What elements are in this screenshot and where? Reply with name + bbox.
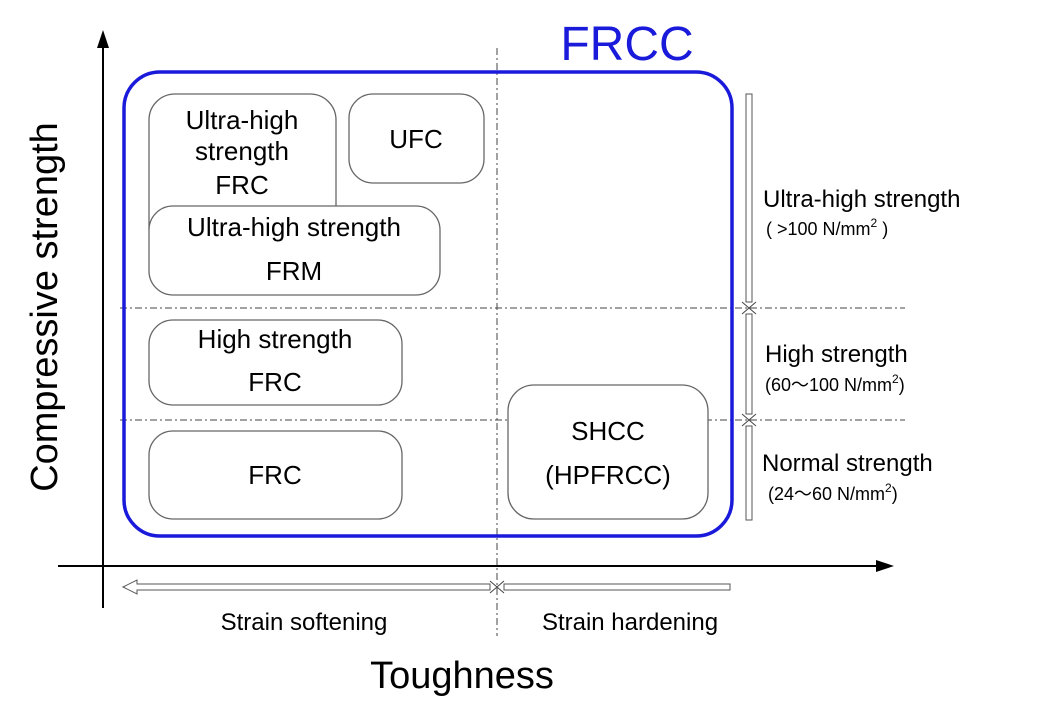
frc-box [148, 430, 403, 520]
frcc-boundary [122, 70, 734, 538]
normal-strength-range: (24～60 N/mm2) [768, 481, 898, 504]
ufc-label: UFC [389, 124, 442, 154]
shcc-line2: (HPFRCC) [545, 460, 671, 490]
x-axis-label: Toughness [370, 655, 554, 697]
strain-softening-label: Strain softening [221, 609, 388, 636]
frc-label: FRC [248, 460, 301, 490]
uhs-frm-line1: Ultra-high strength [187, 212, 401, 242]
strength-range-bar [745, 93, 753, 521]
range-bar-cross-marks [741, 301, 757, 427]
hs-frc-line2: FRC [248, 367, 301, 397]
y-axis-label: Compressive strength [24, 122, 66, 492]
hs-frc-line1: High strength [198, 324, 353, 354]
shcc-box [507, 384, 709, 520]
y-axis-arrowhead [97, 30, 109, 48]
strain-hardening-bar [503, 583, 731, 591]
normal-strength-label: Normal strength [762, 450, 933, 477]
high-strength-label: High strength [765, 341, 908, 368]
ultra-high-strength-range: ( >100 N/mm2 ) [766, 216, 888, 239]
hs-frc-box [148, 319, 403, 406]
ufc-box [348, 93, 485, 184]
uhs-frc-line3: FRC [215, 170, 268, 200]
shcc-line1: SHCC [571, 416, 645, 446]
strain-hardening-label: Strain hardening [542, 609, 718, 636]
uhs-frc-line1: Ultra-high [186, 105, 299, 135]
strain-softening-arrow [121, 579, 491, 595]
ultra-high-strength-label: Ultra-high strength [763, 186, 960, 213]
frcc-title: FRCC [560, 18, 693, 71]
uhs-frm-box [148, 205, 441, 296]
uhs-frm-line2: FRM [266, 256, 322, 286]
uhs-frc-line2: strength [195, 136, 289, 166]
x-axis-arrowhead [876, 560, 894, 572]
high-strength-range: (60～100 N/mm2) [765, 372, 905, 395]
behaviour-divider-cross [489, 580, 505, 594]
